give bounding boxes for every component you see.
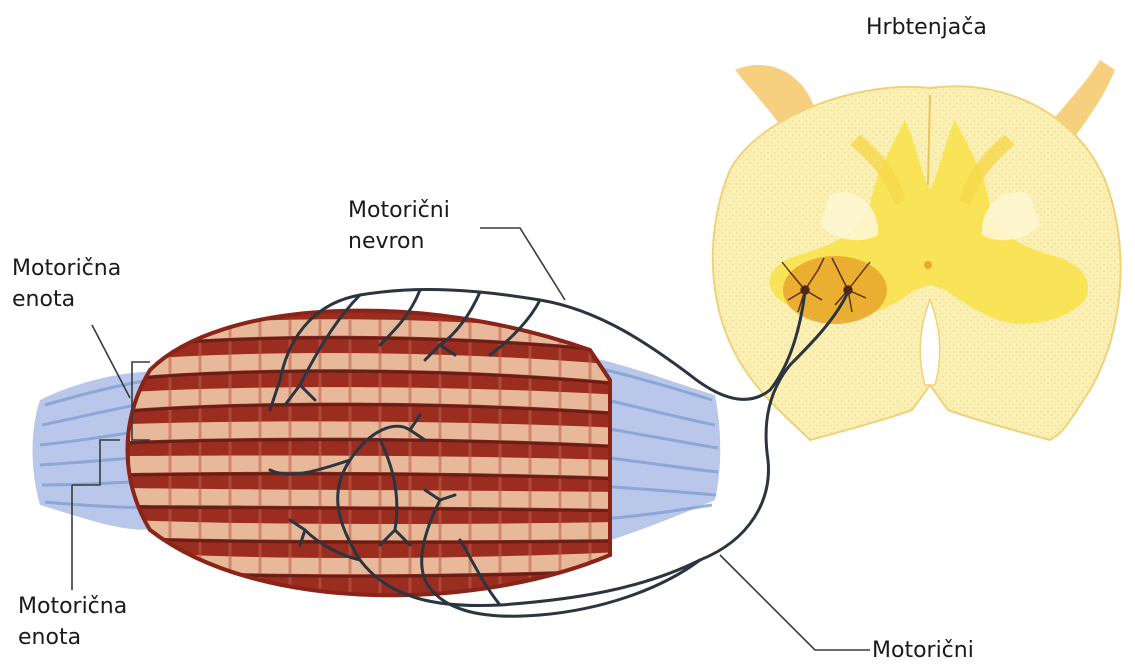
label-motor-neuron-top: Motorični nevron	[348, 195, 450, 257]
leader-motor-neuron-top	[480, 228, 565, 300]
label-motor-unit-top-line2: enota	[12, 284, 121, 315]
label-motor-unit-top: Motorična enota	[12, 253, 121, 315]
label-motor-unit-bottom-line2: enota	[18, 622, 127, 653]
label-motor-unit-bottom: Motorična enota	[18, 591, 127, 653]
muscle-belly	[120, 300, 640, 620]
label-motor-unit-bottom-line1: Motorična	[18, 591, 127, 622]
label-motor-neuron-top-line1: Motorični	[348, 195, 450, 226]
leader-motor-neuron-bottom	[720, 555, 870, 650]
label-motor-unit-top-line1: Motorična	[12, 253, 121, 284]
label-spinal-cord: Hrbtenjača	[866, 12, 987, 43]
label-motor-neuron-bottom: Motorični nevron	[872, 635, 974, 667]
label-motor-neuron-top-line2: nevron	[348, 226, 450, 257]
label-motor-neuron-bottom-line1: Motorični	[872, 635, 974, 666]
